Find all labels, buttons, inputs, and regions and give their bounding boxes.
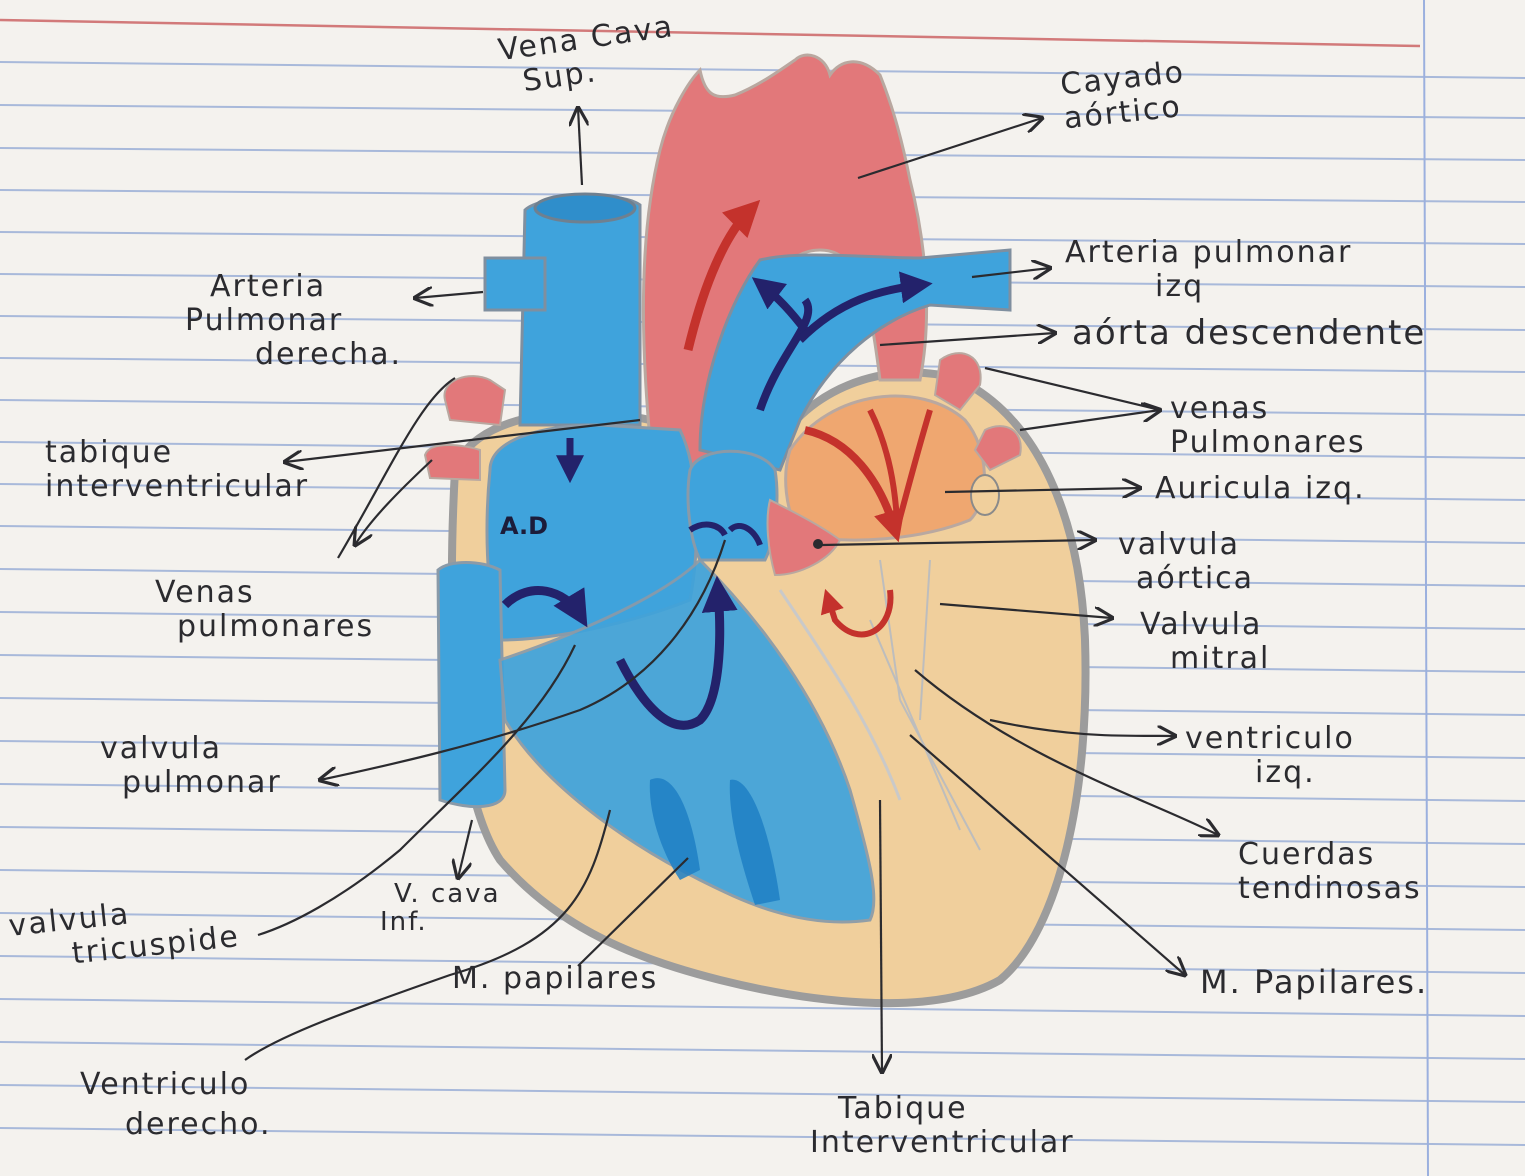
label-cuerdas-tendinosas: Cuerdas tendinosas	[1238, 838, 1422, 906]
label-valvula-pulmonar-line2: pulmonar	[100, 766, 282, 800]
label-ventriculo-izq-line2: izq.	[1185, 756, 1355, 790]
left-auricle	[971, 475, 999, 515]
label-m-papilares-der: M. Papilares.	[1200, 965, 1428, 999]
label-arteria-pulmonar-derecha-line1: Arteria	[185, 270, 402, 304]
label-arteria-pulmonar-izq: Arteria pulmonar izq	[1065, 236, 1352, 304]
label-venas-pulmonares-der-line2: Pulmonares	[1170, 426, 1366, 460]
label-venas-pulmonares-left: Venas pulmonares	[155, 576, 374, 644]
label-valvula-aortica: valvula aórtica	[1118, 528, 1254, 596]
leader-v-cava-inf	[458, 820, 472, 878]
label-venas-pulmonares-der: venas Pulmonares	[1170, 392, 1366, 460]
svc-opening	[535, 194, 635, 222]
label-tabique-left-line2: interventricular	[45, 470, 309, 504]
label-cayado-aortico: Cayado aórtico	[1059, 56, 1190, 137]
right-pulmonary-artery	[485, 258, 545, 310]
label-arteria-pulmonar-derecha-line2: Pulmonar	[185, 304, 402, 338]
inferior-vena-cava	[438, 563, 505, 807]
label-ventriculo-izq: ventriculo izq.	[1185, 722, 1355, 790]
label-valvula-aortica-line2: aórtica	[1118, 562, 1254, 596]
pulmonary-vein-1	[444, 376, 505, 425]
label-venas-pulmonares-left-line2: pulmonares	[155, 610, 374, 644]
label-cuerdas-tendinosas-line2: tendinosas	[1238, 872, 1422, 906]
label-v-cava-inf-line1: V. cava	[380, 880, 501, 908]
pulmonary-vein-2	[425, 445, 480, 480]
leader-vena-cava-sup	[578, 108, 582, 185]
label-auricula-izq: Auricula izq.	[1155, 472, 1366, 506]
label-aorta-descendente: aórta descendente	[1072, 316, 1426, 350]
label-v-cava-inf: V. cava Inf.	[380, 880, 501, 936]
label-arteria-pulmonar-izq-line1: Arteria pulmonar	[1065, 236, 1352, 270]
label-valvula-mitral-line2: mitral	[1140, 642, 1270, 676]
label-valvula-pulmonar: valvula pulmonar	[100, 732, 282, 800]
label-venas-pulmonares-left-line1: Venas	[155, 576, 374, 610]
label-arteria-pulmonar-derecha-line3: derecha.	[185, 338, 402, 372]
pulmonary-valve-chamber	[688, 451, 777, 560]
label-v-cava-inf-line2: Inf.	[380, 908, 501, 936]
label-valvula-pulmonar-line1: valvula	[100, 732, 282, 766]
label-tabique-interventricular-left: tabique interventricular	[45, 436, 309, 504]
label-m-papilares-left: M. papilares	[452, 962, 658, 996]
label-cuerdas-tendinosas-line1: Cuerdas	[1238, 838, 1422, 872]
label-ventriculo-derecho-line1: Ventriculo	[80, 1068, 272, 1102]
label-valvula-mitral-line1: Valvula	[1140, 608, 1270, 642]
label-arteria-pulmonar-derecha: Arteria Pulmonar derecha.	[185, 270, 402, 372]
label-ventriculo-derecho-line2: derecho.	[80, 1108, 272, 1142]
top-margin-line	[0, 20, 1420, 46]
label-tabique-left-line1: tabique	[45, 436, 309, 470]
label-tabique-interventricular-bottom: Tabique Interventricular	[810, 1092, 1075, 1160]
label-arteria-pulmonar-izq-line2: izq	[1065, 270, 1352, 304]
label-valvula-mitral: Valvula mitral	[1140, 608, 1270, 676]
label-venas-pulmonares-der-line1: venas	[1170, 392, 1366, 426]
atrium-abbrev: A.D	[500, 512, 548, 540]
label-tabique-bottom-line2: Interventricular	[810, 1126, 1075, 1160]
label-ventriculo-izq-line1: ventriculo	[1185, 722, 1355, 756]
label-tabique-bottom-line1: Tabique	[810, 1092, 1075, 1126]
label-valvula-aortica-line1: valvula	[1118, 528, 1254, 562]
label-ventriculo-derecho: Ventriculo derecho.	[80, 1068, 272, 1142]
valve-dot-aortic	[813, 539, 823, 549]
leader-arteria-pulmonar-derecha	[415, 292, 483, 298]
